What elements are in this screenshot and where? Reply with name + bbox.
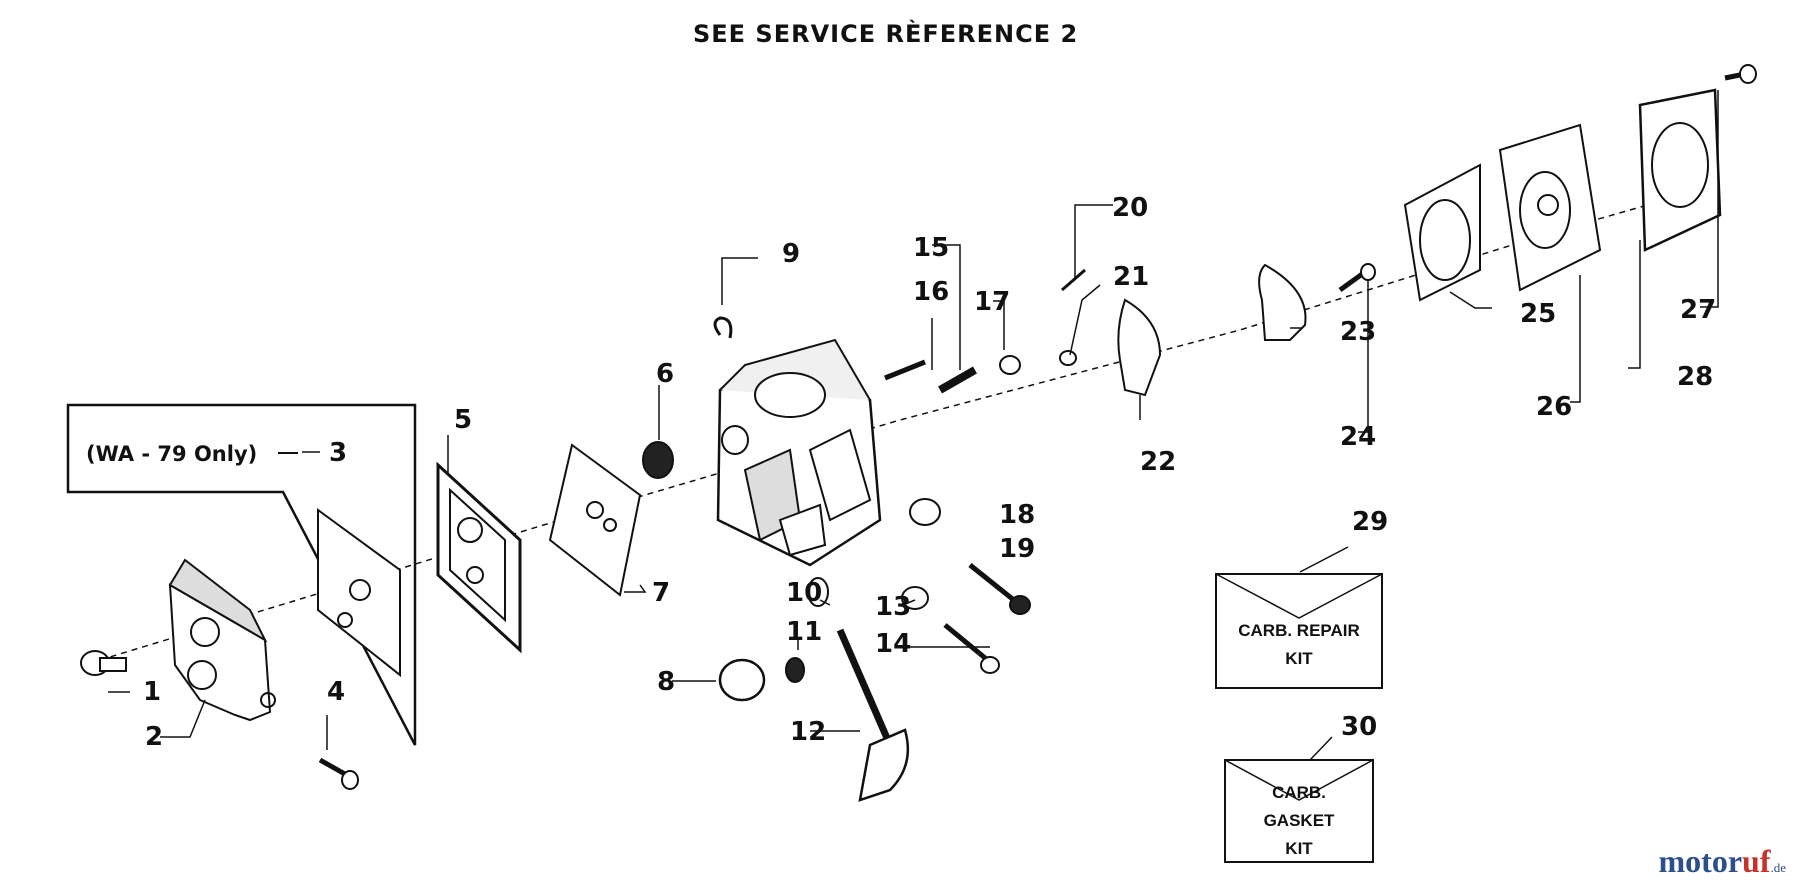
callout-1: 1 <box>143 677 161 707</box>
carburetor-body <box>716 338 882 567</box>
callout-29: 29 <box>1352 507 1388 537</box>
part-6-screen <box>642 441 674 479</box>
callout-5: 5 <box>454 405 472 435</box>
callout-22: 22 <box>1140 447 1176 477</box>
part-18-spring <box>909 498 941 526</box>
callout-16: 16 <box>913 277 949 307</box>
part-19-needle <box>968 563 1022 607</box>
wa79-note: (WA - 79 Only) <box>86 442 257 466</box>
callout-12: 12 <box>790 717 826 747</box>
carb-gasket-kit-envelope <box>1224 759 1374 863</box>
callout-21: 21 <box>1113 262 1149 292</box>
part-9-clip <box>713 316 733 339</box>
leader-lines <box>108 90 1719 761</box>
callout-6: 6 <box>656 359 674 389</box>
callout-4: 4 <box>327 677 345 707</box>
part-2-cover <box>168 558 276 722</box>
gasket-kit-line-1: CARB. <box>1272 783 1326 802</box>
callout-23: 23 <box>1340 317 1376 347</box>
part-5-diaphragm <box>436 461 522 654</box>
part-7-gasket <box>548 443 642 597</box>
diagram-title: SEE SERVICE RÈFERENCE 2 <box>693 20 1079 48</box>
part-4-screw <box>318 757 359 790</box>
callout-17: 17 <box>974 287 1010 317</box>
part-25-gasket <box>1403 163 1481 302</box>
part-22-plate <box>1117 298 1162 397</box>
callout-8: 8 <box>657 667 675 697</box>
callout-27: 27 <box>1680 295 1716 325</box>
part-20-pin <box>1061 268 1086 292</box>
part-26-diaphragm <box>1498 123 1602 292</box>
repair-kit-line-1: CARB. REPAIR <box>1238 621 1360 640</box>
gasket-kit-line-2: GASKET <box>1264 811 1335 830</box>
part-10-spring <box>807 577 829 607</box>
part-14-needle <box>943 623 992 664</box>
callout-3: 3 <box>329 438 347 468</box>
callout-20: 20 <box>1112 193 1148 223</box>
callout-26: 26 <box>1536 392 1572 422</box>
callout-28: 28 <box>1677 362 1713 392</box>
part-28-cover <box>1638 88 1722 252</box>
carb-repair-kit-envelope <box>1215 573 1383 689</box>
callout-19: 19 <box>999 534 1035 564</box>
callout-13: 13 <box>875 592 911 622</box>
callout-18: 18 <box>999 500 1035 530</box>
callout-24: 24 <box>1340 422 1376 452</box>
part-11-needle <box>785 657 805 683</box>
callout-9: 9 <box>782 239 800 269</box>
callout-30: 30 <box>1341 712 1377 742</box>
callout-2: 2 <box>145 722 163 752</box>
part-21-screw <box>1059 350 1077 366</box>
part-15-pin <box>938 366 977 394</box>
callout-15: 15 <box>913 233 949 263</box>
callout-10: 10 <box>786 578 822 608</box>
callout-7: 7 <box>652 578 670 608</box>
part-23-plate <box>1258 263 1307 341</box>
gasket-kit-line-3: KIT <box>1285 839 1313 858</box>
part-8-plug <box>718 658 766 702</box>
part-1-screw <box>80 650 127 676</box>
callout-11: 11 <box>786 617 822 647</box>
part-3-gasket <box>317 508 401 678</box>
part-12-lever <box>836 628 910 802</box>
repair-kit-line-2: KIT <box>1285 649 1313 668</box>
motoruf-watermark: motoruf.de <box>1658 843 1787 879</box>
part-16-needle <box>884 359 926 381</box>
part-17-lever <box>999 355 1021 375</box>
callout-14: 14 <box>875 629 911 659</box>
callout-25: 25 <box>1520 299 1556 329</box>
